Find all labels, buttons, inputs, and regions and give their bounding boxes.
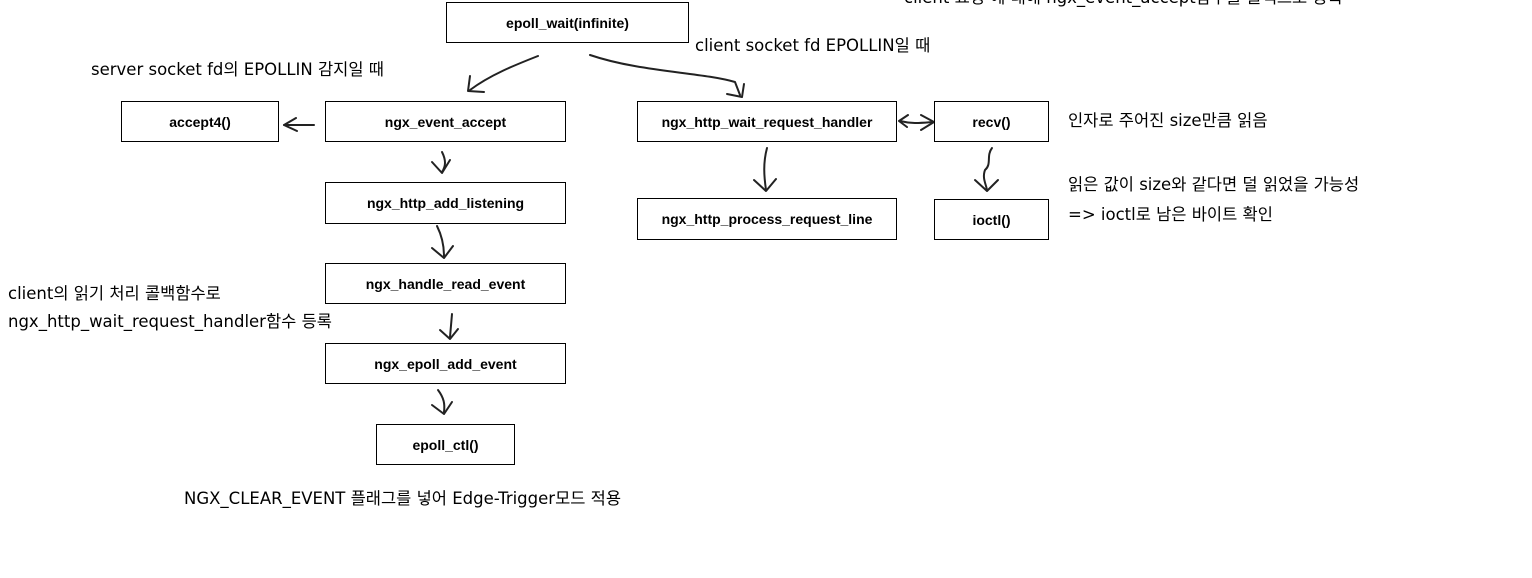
note-edge-trigger: NGX_CLEAR_EVENT 플래그를 넣어 Edge-Trigger모드 적… [184, 489, 622, 508]
epoll-wait-box: epoll_wait(infinite) [446, 2, 689, 43]
arrow-read-event-to-epoll-add [449, 313, 453, 338]
arrowhead-wait-request [726, 83, 745, 98]
epoll-ctl-box: epoll_ctl() [376, 424, 515, 465]
arrowhead-epoll-add [439, 328, 459, 340]
arrowhead-accept4 [283, 117, 298, 132]
note-ioctl-line1: 읽은 값이 size와 같다면 덜 읽었을 가능성 [1068, 175, 1360, 194]
arrowhead-process-line [753, 178, 777, 192]
recv-box: recv() [934, 101, 1049, 142]
arrowhead-read-event [431, 245, 454, 259]
arrowhead-wait-request-back [898, 114, 909, 128]
ngx-http-wait-request-handler-box: ngx_http_wait_request_handler [637, 101, 897, 142]
note-ioctl-line2: => ioctl로 남은 바이트 확인 [1068, 205, 1273, 224]
ngx-http-process-request-line-box: ngx_http_process_request_line [637, 198, 897, 240]
note-callback-line2: ngx_http_wait_request_handler함수 등록 [8, 312, 332, 331]
note-server-socket: server socket fd의 EPOLLIN 감지일 때 [91, 60, 384, 79]
note-client-socket: client socket fd EPOLLIN일 때 [695, 36, 931, 55]
accept4-box: accept4() [121, 101, 279, 142]
arrow-add-listening-to-read-event [436, 225, 445, 257]
arrow-wait-request-to-process-line [763, 147, 768, 191]
note-recv: 인자로 주어진 size만큼 읽음 [1068, 111, 1268, 130]
arrow-recv-to-ioctl [982, 147, 993, 191]
arrow-wait-request-to-recv [899, 120, 934, 124]
ngx-event-accept-box: ngx_event_accept [325, 101, 566, 142]
arrow-epoll-wait-to-wait-request [589, 54, 741, 96]
ngx-http-add-listening-box: ngx_http_add_listening [325, 182, 566, 224]
ngx-handle-read-event-box: ngx_handle_read_event [325, 263, 566, 304]
arrowhead-event-accept [467, 75, 485, 93]
ngx-epoll-add-event-box: ngx_epoll_add_event [325, 343, 566, 384]
ioctl-box: ioctl() [934, 199, 1049, 240]
note-callback-line1: client의 읽기 처리 콜백함수로 [8, 284, 221, 303]
arrow-epoll-wait-to-event-accept [469, 55, 539, 91]
arrowhead-ioctl [974, 179, 999, 192]
arrowhead-epoll-ctl [431, 401, 453, 415]
arrowhead-add-listening [431, 159, 451, 174]
arrow-epoll-add-to-epoll-ctl [437, 389, 446, 413]
note-top-right-cut: client 요청 에 대해 ngx_event_accept함수를 콜백으로 … [904, 0, 1343, 9]
